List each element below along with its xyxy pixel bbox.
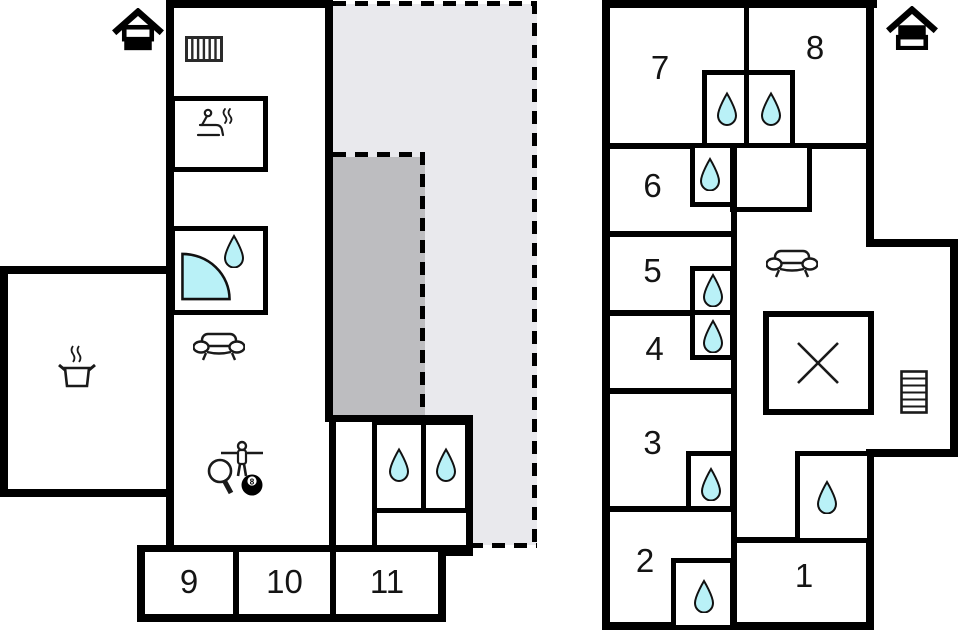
room-4-label: 4 [612,318,697,380]
room-6-label: 6 [610,155,695,217]
wall [607,231,737,237]
cooking-pot-icon [56,344,98,390]
wall [602,622,874,630]
water-drop-icon [816,480,838,514]
water-drop-icon [223,234,245,268]
water-drop-icon [760,91,782,126]
radiator-icon [185,36,223,62]
wall [137,614,446,622]
water-drop-icon [435,447,457,482]
x-mark-icon [794,339,842,387]
closet [730,143,812,212]
wall [0,266,8,497]
room-2-label: 2 [605,530,685,592]
water-drop-icon [702,319,724,353]
room-number: 7 [650,48,670,86]
water-drop-icon [388,447,410,482]
room-1-label: 1 [745,545,863,607]
wall [866,0,874,247]
terrace-dark [333,157,425,420]
water-drop-icon [699,157,721,191]
terrace-dash-right [532,1,537,548]
wall [325,0,333,422]
room-7-label: 7 [610,20,710,115]
room-number: 10 [266,563,303,600]
room-3-label: 3 [610,412,695,474]
room-number: 11 [369,563,405,600]
room-9-label: 9 [145,552,233,612]
water-drop-icon [702,273,724,307]
room-number: 6 [643,167,662,204]
wet-cell [690,310,735,360]
wall [731,143,737,630]
water-drop-icon [716,91,738,126]
terrace-dash-bottom [470,543,537,548]
wall [137,545,473,552]
room-11-label: 11 [336,552,438,612]
eight-ball-label: 8 [250,478,255,487]
wall [950,239,958,457]
wall [602,0,610,630]
terrace-dash-top [333,1,537,6]
room-number: 4 [645,330,664,367]
wall [607,506,737,512]
wall [166,0,333,8]
wall [421,420,426,513]
room-number: 1 [794,557,814,594]
wall [602,0,877,8]
sofa-icon [766,245,818,281]
wall [137,545,145,622]
room-number: 2 [635,542,655,579]
room-10-label: 10 [239,552,330,612]
wall [329,422,336,548]
sofa-icon [193,328,245,364]
terrace-dark-dash-top [333,152,425,157]
wall [744,70,749,149]
wall [607,388,737,394]
north-house-icon [884,6,940,50]
wall [0,266,174,274]
room-number: 8 [805,28,825,66]
wall [438,548,473,556]
wall [607,310,737,316]
wall [372,513,377,548]
room-number: 5 [643,252,662,289]
wall [330,548,336,618]
wall [866,239,958,247]
wall [0,489,174,497]
room-5-label: 5 [610,240,695,302]
water-drop-icon [693,579,715,613]
wall [438,548,446,622]
north-house-icon [110,8,166,52]
stairs-icon [900,370,928,414]
water-drop-icon [700,467,722,501]
room-number: 3 [643,424,662,461]
room-number: 9 [179,563,199,600]
wall [325,415,473,422]
terrace-dark-dash-right [420,152,425,420]
x-marked-room [763,311,874,415]
wall [866,449,958,457]
corner-shower-icon [179,251,233,302]
game-room-icon: 8 [205,440,269,498]
wall [233,548,239,618]
room-8-label: 8 [765,10,865,85]
sauna-icon [196,106,236,144]
